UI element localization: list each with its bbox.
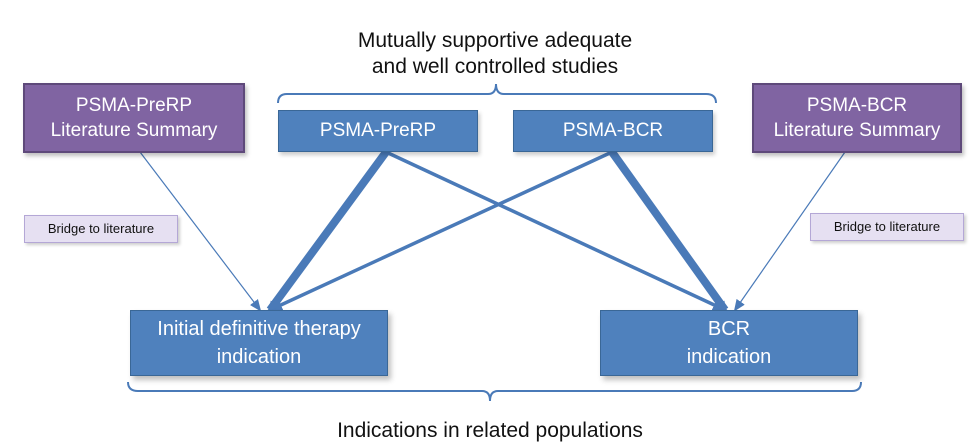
prerp-to-initial-arrow	[266, 149, 390, 313]
top-brace	[277, 83, 717, 104]
prerp-to-bcr-arrow	[385, 150, 729, 313]
literature-prerp-arrow	[139, 151, 262, 312]
bridge-left-label: Bridge to literature	[24, 215, 178, 243]
study-psma-bcr-box: PSMA-BCR	[513, 110, 713, 152]
studies-heading: Mutually supportive adequate and well co…	[357, 29, 633, 78]
literature-bcr-box: PSMA-BCR Literature Summary	[752, 83, 962, 153]
literature-bcr-arrow	[733, 151, 846, 312]
bcr-to-bcr-arrow	[608, 149, 729, 313]
initial-indication-box: Initial definitive therapy indication	[130, 310, 388, 376]
bridge-right-label: Bridge to literature	[810, 213, 964, 241]
bcr-to-initial-arrow	[266, 150, 613, 313]
bottom-brace	[127, 381, 862, 402]
literature-prerp-box: PSMA-PreRP Literature Summary	[23, 83, 245, 153]
bcr-indication-box: BCR indication	[600, 310, 858, 376]
study-psma-prerp-box: PSMA-PreRP	[278, 110, 478, 152]
populations-heading: Indications in related populations	[337, 419, 643, 442]
